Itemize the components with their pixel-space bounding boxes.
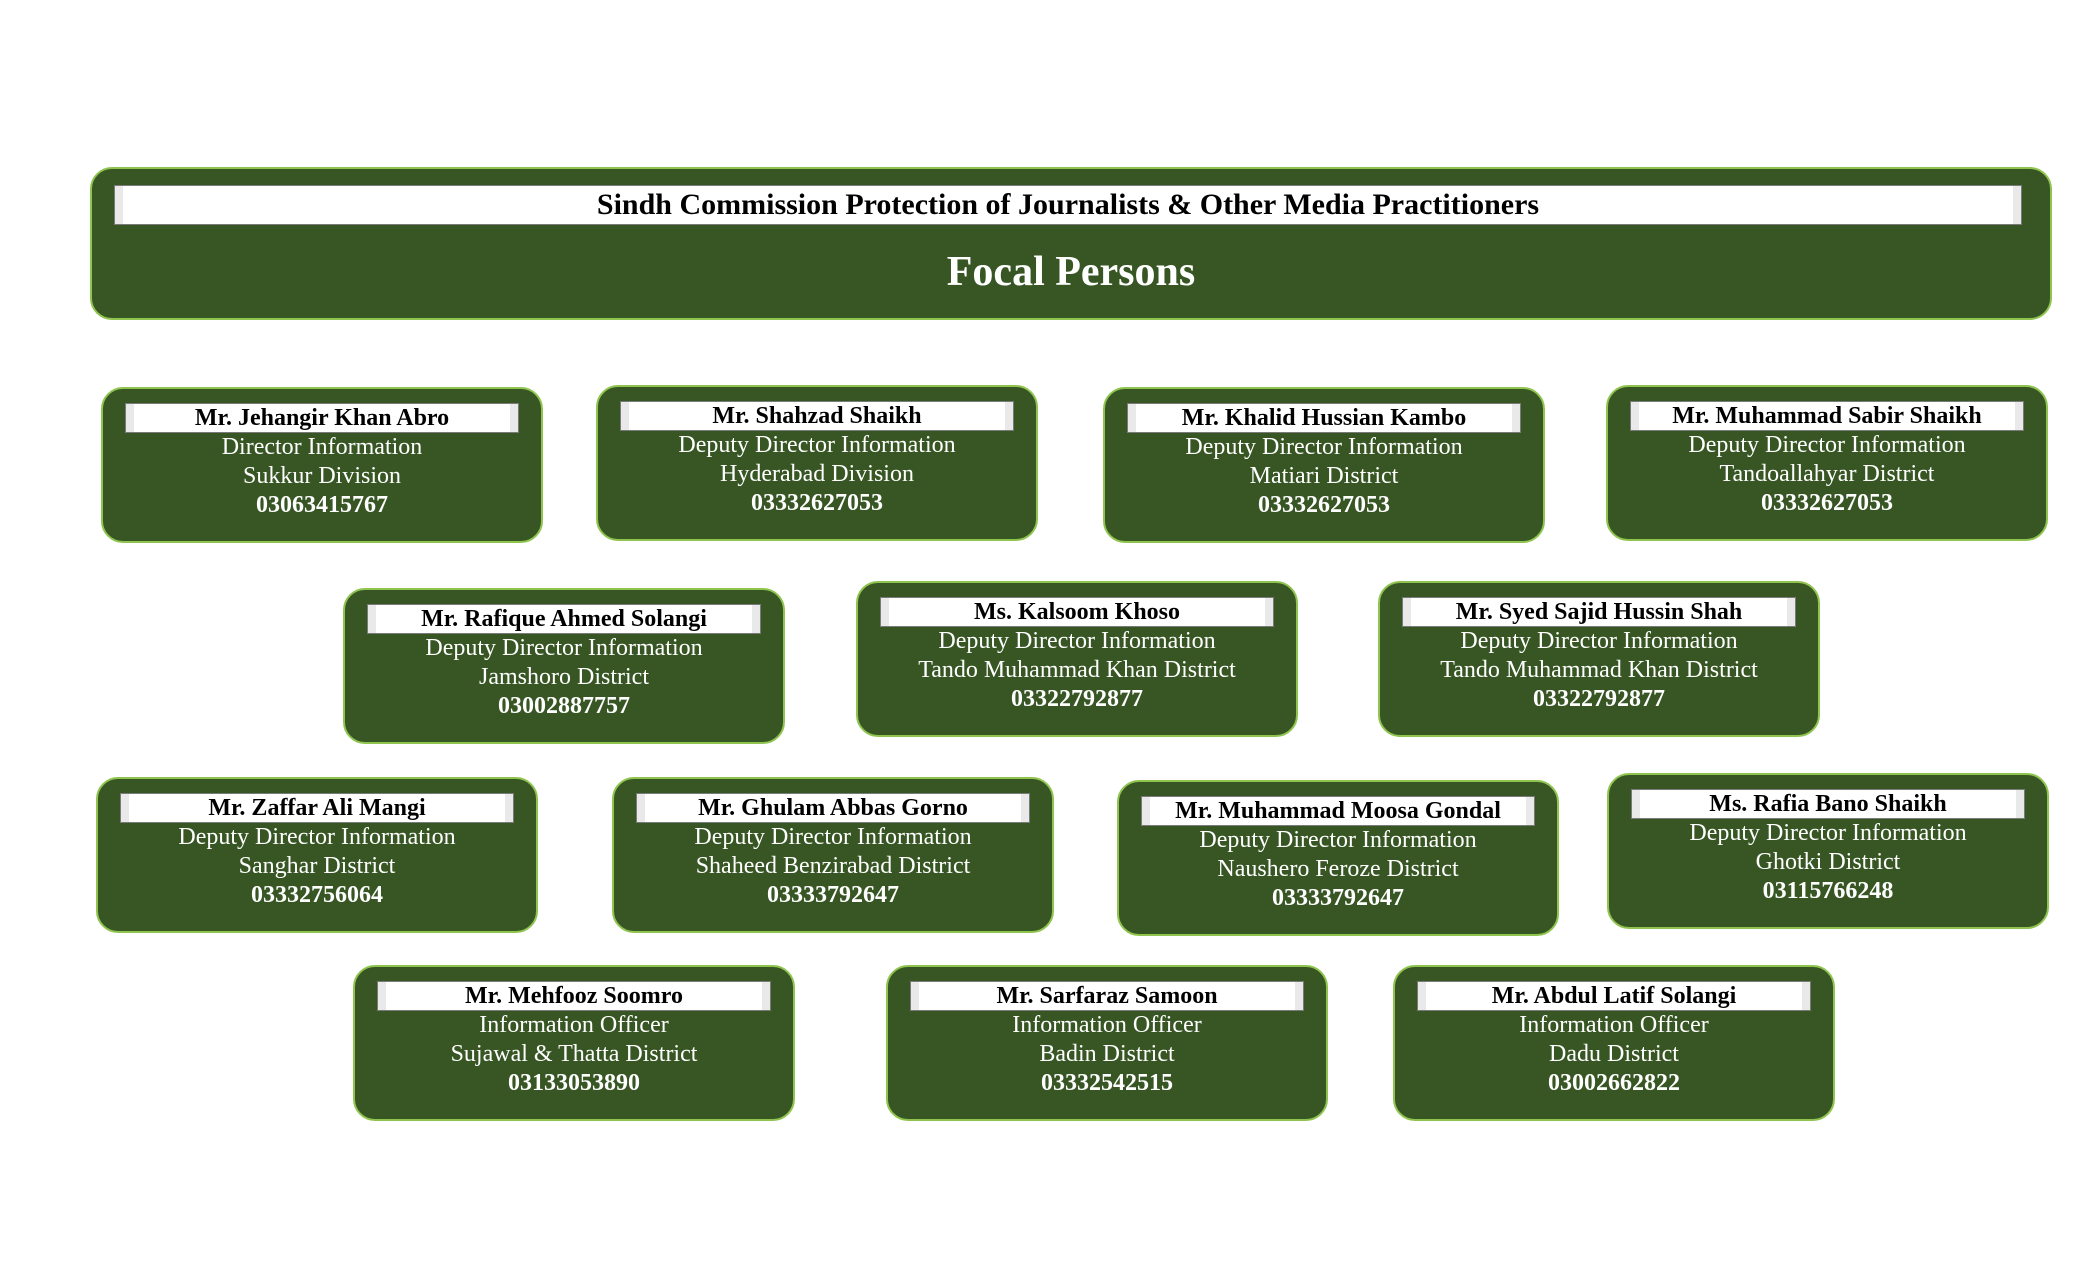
person-phone: 03333792647 (1272, 885, 1404, 911)
person-phone: 03322792877 (1533, 686, 1665, 712)
person-name: Mr. Syed Sajid Hussin Shah (1402, 597, 1796, 627)
person-designation: Deputy Director Information (178, 824, 456, 850)
person-location: Hyderabad Division (720, 461, 914, 487)
person-designation: Deputy Director Information (1185, 434, 1463, 460)
person-designation: Deputy Director Information (1689, 820, 1967, 846)
person-location: Dadu District (1549, 1041, 1679, 1067)
person-card: Mr. Abdul Latif Solangi Information Offi… (1393, 965, 1835, 1121)
person-name: Mr. Abdul Latif Solangi (1417, 981, 1811, 1011)
person-designation: Deputy Director Information (1688, 432, 1966, 458)
person-phone: 03002887757 (498, 693, 630, 719)
person-card: Mr. Zaffar Ali Mangi Deputy Director Inf… (96, 777, 538, 933)
person-name: Mr. Shahzad Shaikh (620, 401, 1014, 431)
person-location: Sanghar District (238, 853, 396, 879)
person-designation: Information Officer (479, 1012, 669, 1038)
person-location: Sukkur Division (242, 463, 401, 489)
person-location: Naushero Feroze District (1217, 856, 1459, 882)
person-card: Mr. Muhammad Sabir Shaikh Deputy Directo… (1606, 385, 2048, 541)
person-phone: 03133053890 (508, 1070, 640, 1096)
person-location: Jamshoro District (479, 664, 649, 690)
person-location: Tandoallahyar District (1719, 461, 1935, 487)
person-phone: 03322792877 (1011, 686, 1143, 712)
person-card: Ms. Kalsoom Khoso Deputy Director Inform… (856, 581, 1298, 737)
person-location: Tando Muhammad Khan District (1440, 657, 1758, 683)
person-location: Matiari District (1249, 463, 1399, 489)
person-designation: Director Information (221, 434, 423, 460)
person-designation: Deputy Director Information (1460, 628, 1738, 654)
person-designation: Deputy Director Information (938, 628, 1216, 654)
person-phone: 03002662822 (1548, 1070, 1680, 1096)
person-card: Mr. Jehangir Khan Abro Director Informat… (101, 387, 543, 543)
person-phone: 03332627053 (751, 490, 883, 516)
person-card: Mr. Sarfaraz Samoon Information Officer … (886, 965, 1328, 1121)
focal-persons-heading: Focal Persons (946, 249, 1196, 295)
person-card: Mr. Mehfooz Soomro Information Officer S… (353, 965, 795, 1121)
commission-title: Sindh Commission Protection of Journalis… (114, 185, 2022, 225)
person-phone: 03332627053 (1258, 492, 1390, 518)
person-name: Mr. Ghulam Abbas Gorno (636, 793, 1030, 823)
person-name: Mr. Khalid Hussian Kambo (1127, 403, 1521, 433)
person-location: Badin District (1039, 1041, 1175, 1067)
person-designation: Deputy Director Information (678, 432, 956, 458)
person-name: Mr. Sarfaraz Samoon (910, 981, 1304, 1011)
person-card: Mr. Ghulam Abbas Gorno Deputy Director I… (612, 777, 1054, 933)
person-phone: 03333792647 (767, 882, 899, 908)
person-name: Mr. Zaffar Ali Mangi (120, 793, 514, 823)
person-card: Mr. Shahzad Shaikh Deputy Director Infor… (596, 385, 1038, 541)
person-phone: 03332627053 (1761, 490, 1893, 516)
person-location: Tando Muhammad Khan District (918, 657, 1236, 683)
person-card: Mr. Syed Sajid Hussin Shah Deputy Direct… (1378, 581, 1820, 737)
person-phone: 03332542515 (1041, 1070, 1173, 1096)
person-designation: Deputy Director Information (1199, 827, 1477, 853)
person-designation: Information Officer (1012, 1012, 1202, 1038)
person-name: Mr. Rafique Ahmed Solangi (367, 604, 761, 634)
person-phone: 03063415767 (256, 492, 388, 518)
person-location: Ghotki District (1755, 849, 1901, 875)
person-card: Mr. Muhammad Moosa Gondal Deputy Directo… (1117, 780, 1559, 936)
person-name: Ms. Kalsoom Khoso (880, 597, 1274, 627)
person-phone: 03332756064 (251, 882, 383, 908)
header-banner: Sindh Commission Protection of Journalis… (90, 167, 2052, 320)
person-card: Ms. Rafia Bano Shaikh Deputy Director In… (1607, 773, 2049, 929)
person-phone: 03115766248 (1762, 878, 1894, 904)
person-designation: Information Officer (1519, 1012, 1709, 1038)
person-name: Ms. Rafia Bano Shaikh (1631, 789, 2025, 819)
person-name: Mr. Mehfooz Soomro (377, 981, 771, 1011)
person-designation: Deputy Director Information (694, 824, 972, 850)
person-name: Mr. Jehangir Khan Abro (125, 403, 519, 433)
person-location: Shaheed Benzirabad District (695, 853, 971, 879)
person-name: Mr. Muhammad Sabir Shaikh (1630, 401, 2024, 431)
person-card: Mr. Rafique Ahmed Solangi Deputy Directo… (343, 588, 785, 744)
person-location: Sujawal & Thatta District (450, 1041, 698, 1067)
person-designation: Deputy Director Information (425, 635, 703, 661)
person-card: Mr. Khalid Hussian Kambo Deputy Director… (1103, 387, 1545, 543)
person-name: Mr. Muhammad Moosa Gondal (1141, 796, 1535, 826)
